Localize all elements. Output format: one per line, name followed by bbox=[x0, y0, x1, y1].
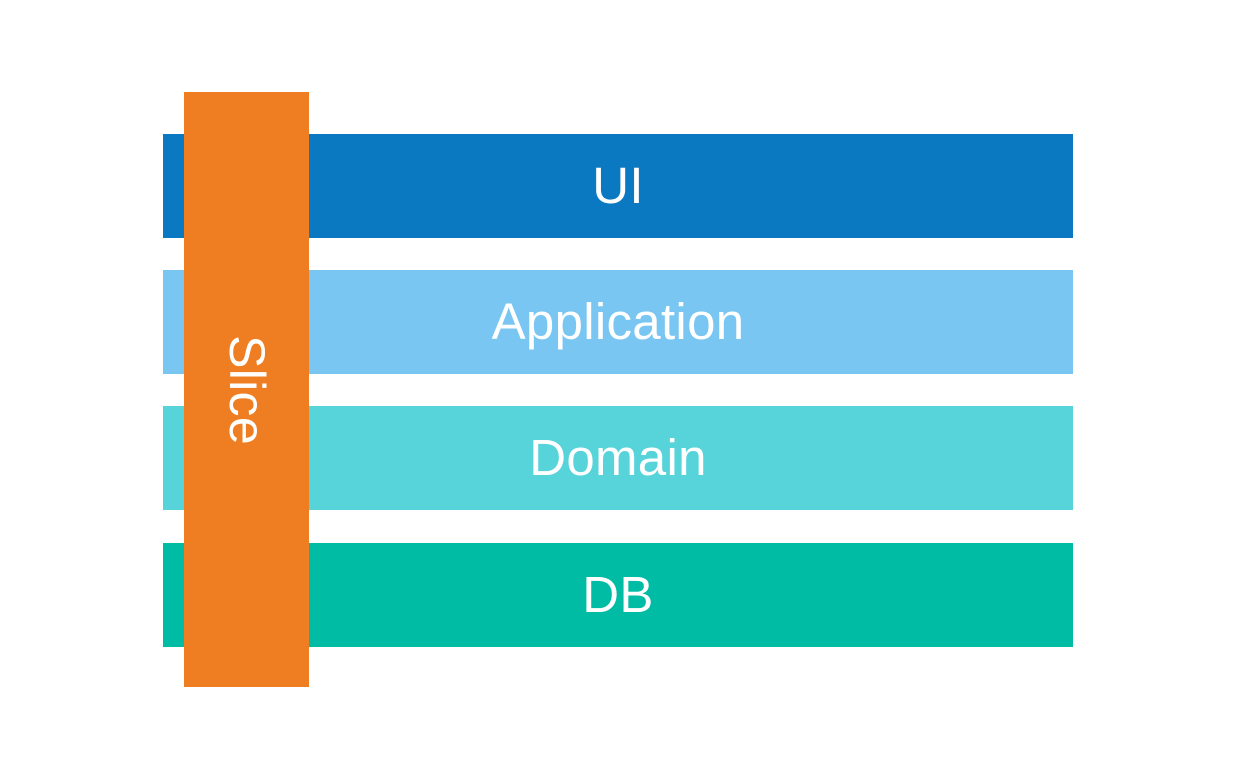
layer-label-ui: UI bbox=[592, 156, 644, 214]
slice-bar[interactable]: Slice bbox=[184, 92, 309, 687]
layer-bar-application[interactable]: Application bbox=[163, 270, 1073, 374]
layer-label-db: DB bbox=[582, 565, 654, 623]
layer-bar-ui[interactable]: UI bbox=[163, 134, 1073, 238]
slice-label: Slice bbox=[218, 334, 275, 445]
layer-label-domain: Domain bbox=[529, 428, 707, 486]
layer-bar-db[interactable]: DB bbox=[163, 543, 1073, 647]
layer-bar-domain[interactable]: Domain bbox=[163, 406, 1073, 510]
layer-label-application: Application bbox=[491, 292, 745, 350]
